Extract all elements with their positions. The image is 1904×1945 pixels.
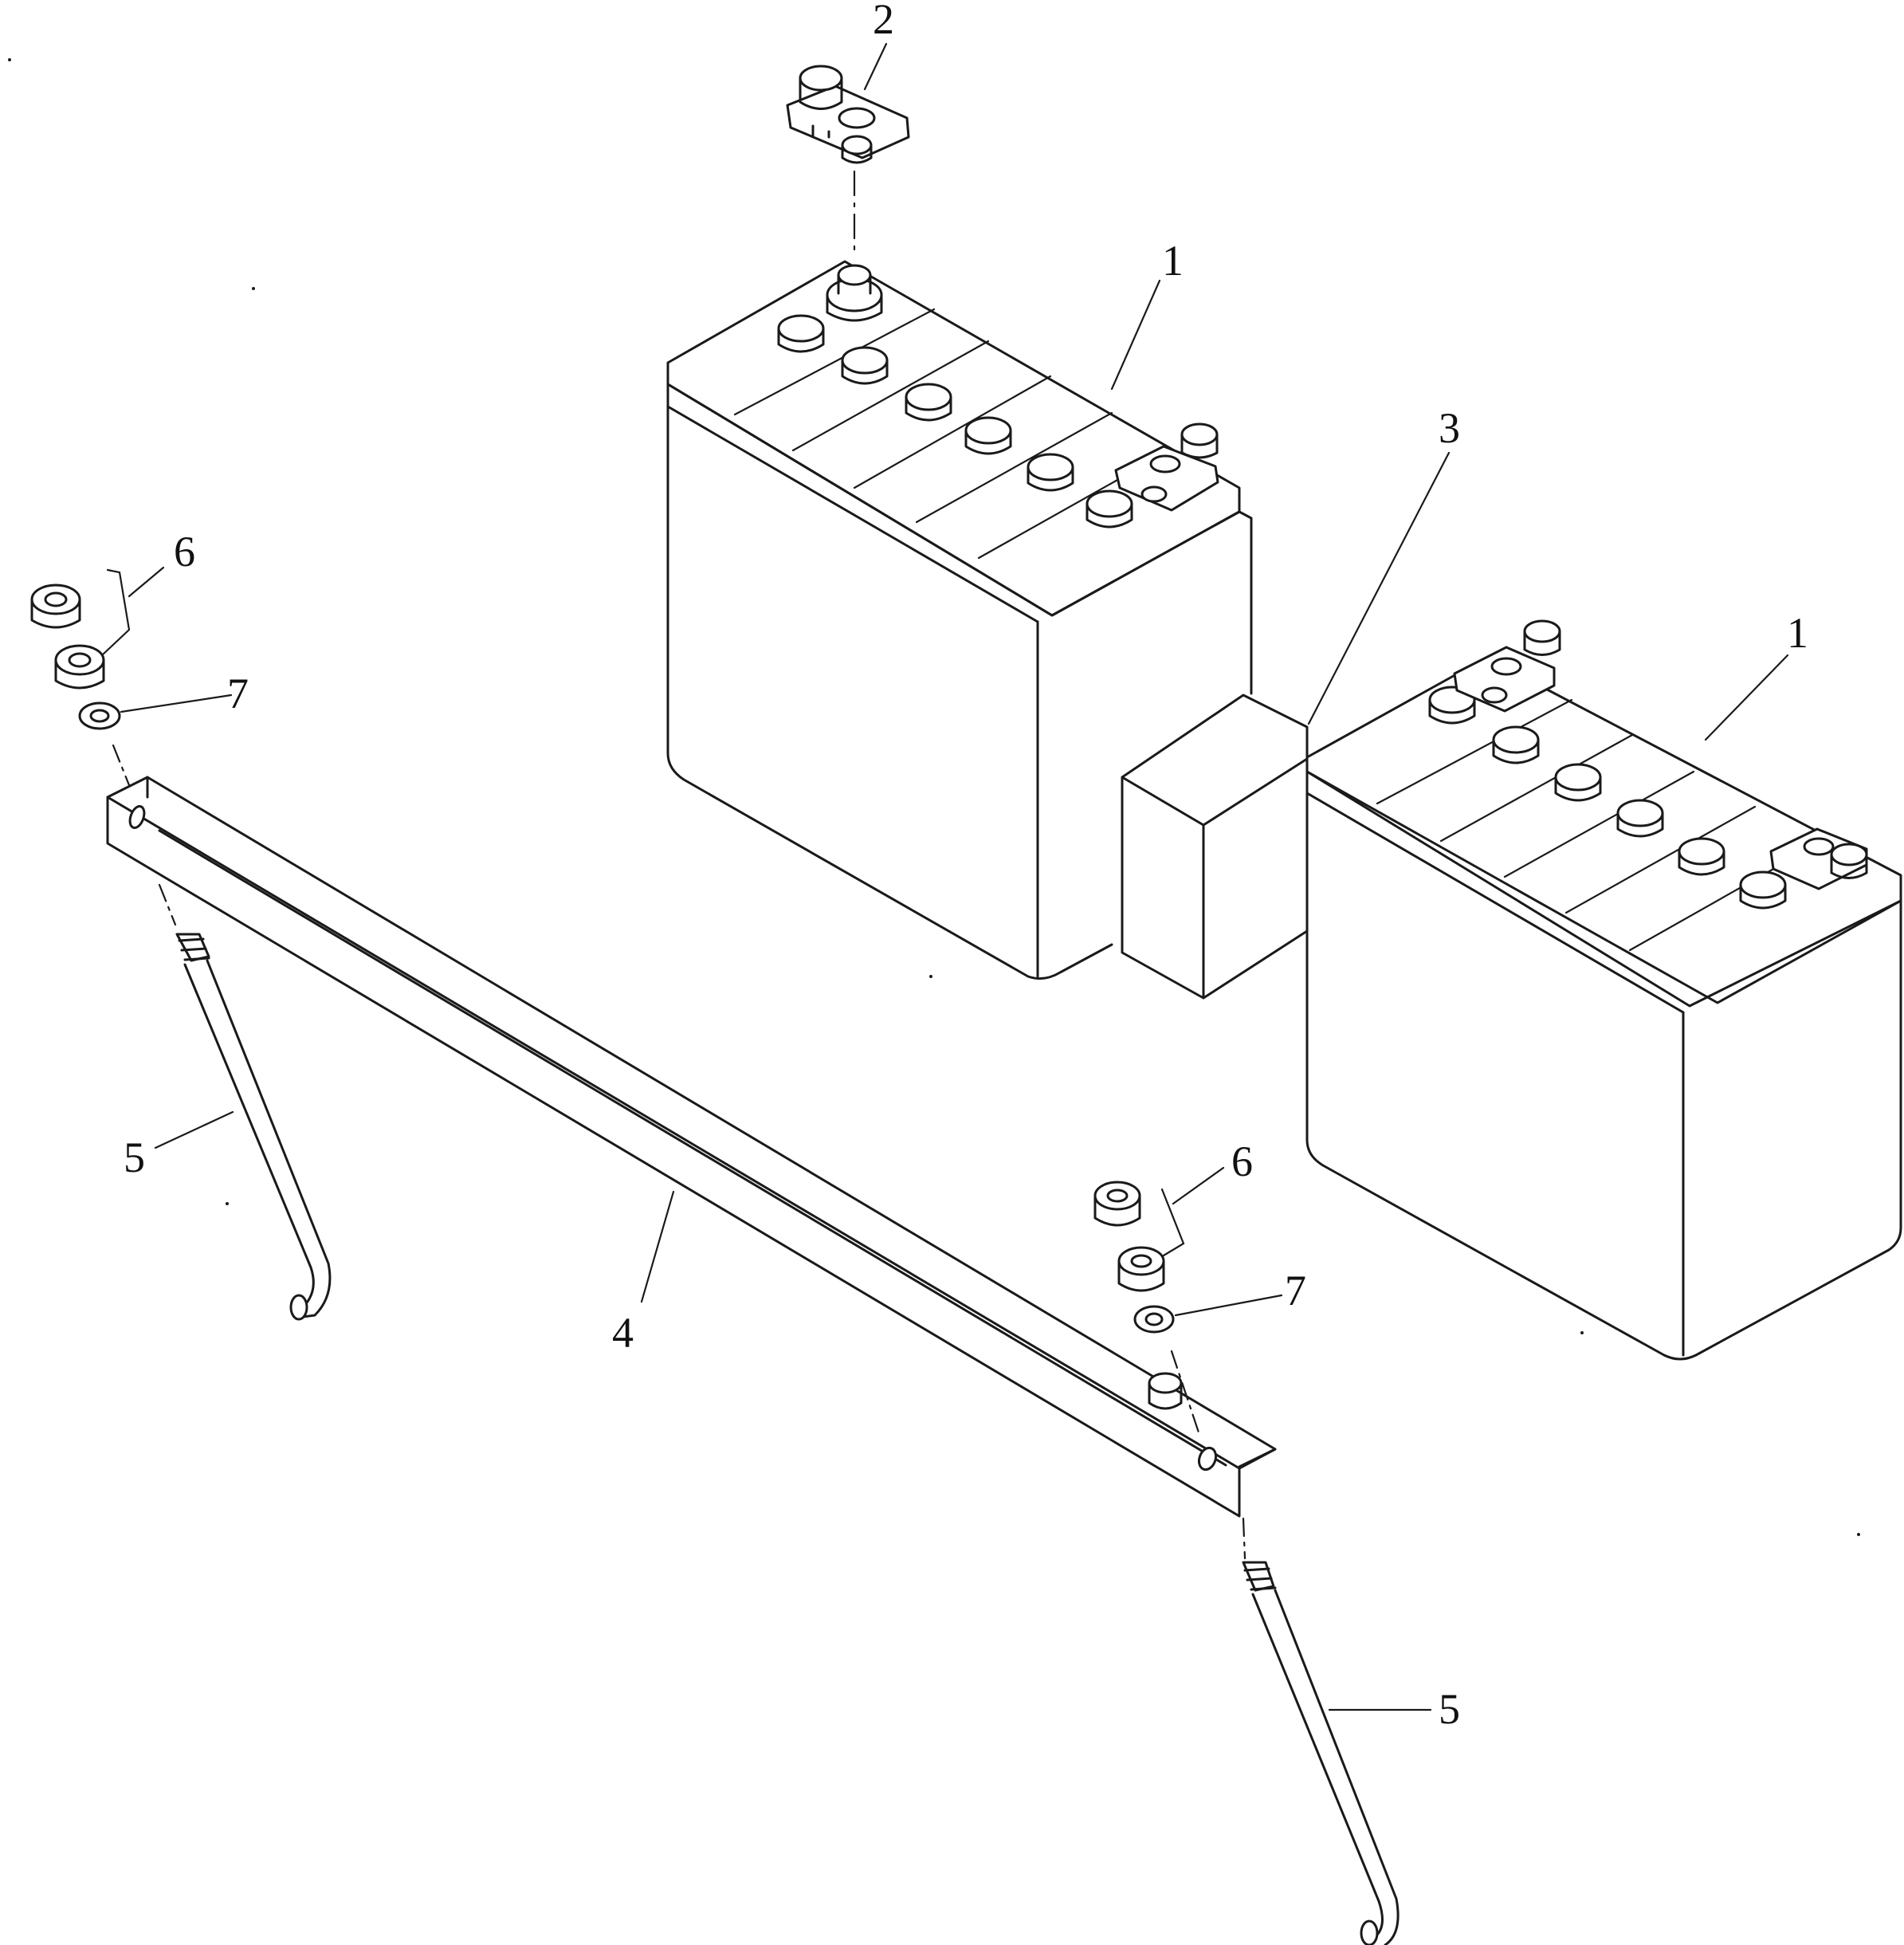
assembly-centerline-bolt-left [158, 883, 177, 926]
callout-j-bolt-left: 5 [124, 1134, 145, 1181]
washer-left [78, 701, 121, 730]
j-bolt-right [1242, 1561, 1400, 1945]
nuts-left [30, 584, 105, 690]
battery-left [666, 260, 1253, 980]
assembly-centerline-right [1170, 1350, 1201, 1436]
washer-right [1133, 1305, 1175, 1334]
spacer-block [1121, 694, 1309, 1000]
vent-caps-right [1428, 686, 1787, 910]
callout-battery-left: 1 [1162, 237, 1184, 285]
terminal-clamp-on-battery-right-b [1769, 827, 1868, 890]
callout-nut-right: 6 [1231, 1138, 1253, 1185]
callout-j-bolt-right: 5 [1439, 1685, 1460, 1733]
terminal-clamp-on-battery-left [1114, 422, 1219, 512]
hold-down-bar [106, 776, 1277, 1518]
nuts-right [1093, 1181, 1165, 1292]
scan-specks [8, 58, 1860, 1536]
terminal-clamp-on-battery-right-a [1453, 619, 1561, 713]
leader-lines [100, 42, 1789, 1711]
assembly-centerline-left [112, 744, 131, 787]
battery-right [1305, 619, 1902, 1361]
assembly-centerline-bolt-right [1242, 1517, 1246, 1560]
terminal-post-left [826, 264, 883, 322]
callout-nut-left: 6 [174, 528, 195, 576]
j-bolt-left [175, 933, 332, 1321]
callout-washer-right: 7 [1285, 1267, 1306, 1314]
callout-hold-down-bar: 4 [612, 1309, 634, 1357]
callout-washer-left: 7 [227, 670, 249, 717]
callout-spacer-block: 3 [1439, 404, 1460, 452]
vent-caps-left [777, 314, 1133, 528]
callout-labels: 1 1 2 3 4 5 5 6 6 7 7 [124, 0, 1808, 1733]
callout-terminal-clamp: 2 [873, 0, 894, 43]
callout-battery-right: 1 [1787, 609, 1808, 657]
terminal-clamp [786, 65, 910, 164]
